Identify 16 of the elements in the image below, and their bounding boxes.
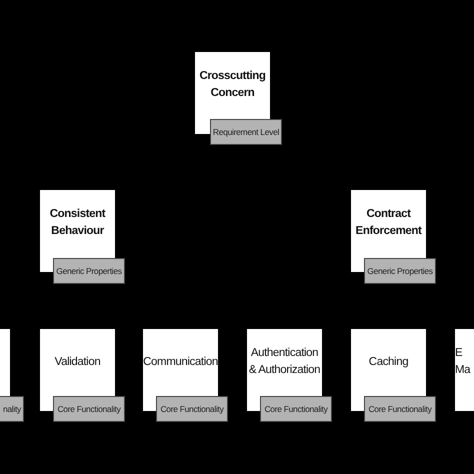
level-tag: Generic Properties — [53, 258, 125, 284]
level-tag: Core Functionality — [364, 396, 436, 422]
level-tag: Core Functionality — [156, 396, 228, 422]
level-tag: Core Functionality — [260, 396, 332, 422]
level-tag: nality — [0, 396, 24, 422]
concept-label: Authentication & Authorization — [248, 346, 322, 378]
concept-label: Caching — [368, 354, 408, 370]
level-tag: Requirement Level — [210, 119, 282, 145]
level-tag: Generic Properties — [364, 258, 436, 284]
concept-label: E Ma — [455, 346, 472, 378]
concept-label: Consistent Behaviour — [48, 207, 106, 239]
level-tag: Core Functionality — [53, 396, 125, 422]
concept-label: Crosscutting Concern — [198, 69, 267, 101]
concept-label: Validation — [54, 354, 100, 370]
concept-label: Contract Enforcement — [354, 207, 423, 239]
concept-label: Communication — [143, 354, 218, 370]
